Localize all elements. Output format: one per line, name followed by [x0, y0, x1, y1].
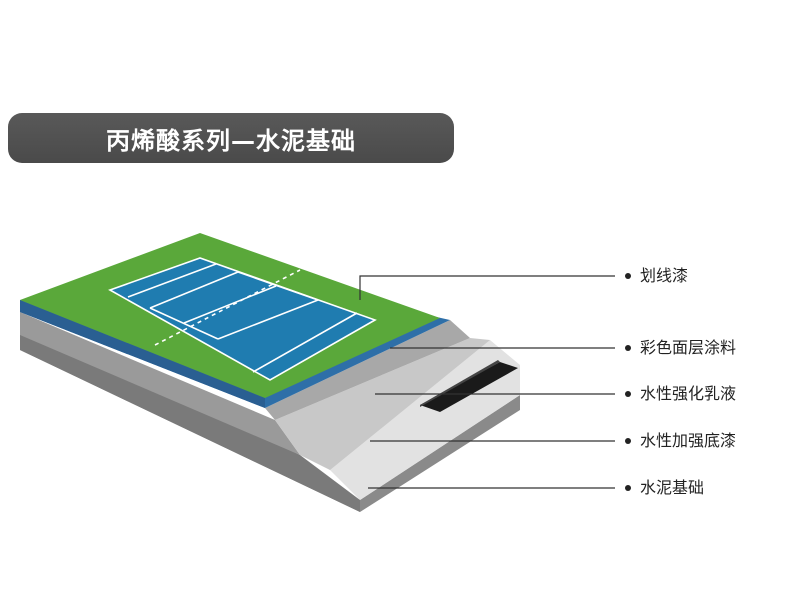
label-line-paint: 划线漆: [640, 266, 689, 285]
blue-left-edge: [20, 300, 265, 408]
emulsion-layer: [265, 320, 470, 420]
court-lines: [108, 257, 377, 381]
page-title: 丙烯酸系列—水泥基础: [106, 126, 356, 155]
black-strip-top: [420, 360, 500, 407]
label-colour-topcoat: 彩色面层涂料: [640, 338, 737, 357]
label-dots: [625, 273, 631, 491]
label-primer: 水性加强底漆: [640, 431, 737, 450]
side-left-upper: [20, 312, 300, 455]
pointer-lines: [359, 275, 615, 489]
black-strip-layer: [420, 362, 518, 412]
primer-layer: [275, 338, 490, 470]
title-banner: 丙烯酸系列—水泥基础: [8, 113, 454, 163]
label-reinforced-emulsion: 水性强化乳液: [640, 384, 737, 403]
label-cement-base: 水泥基础: [640, 478, 705, 497]
tennis-court: [110, 258, 375, 380]
